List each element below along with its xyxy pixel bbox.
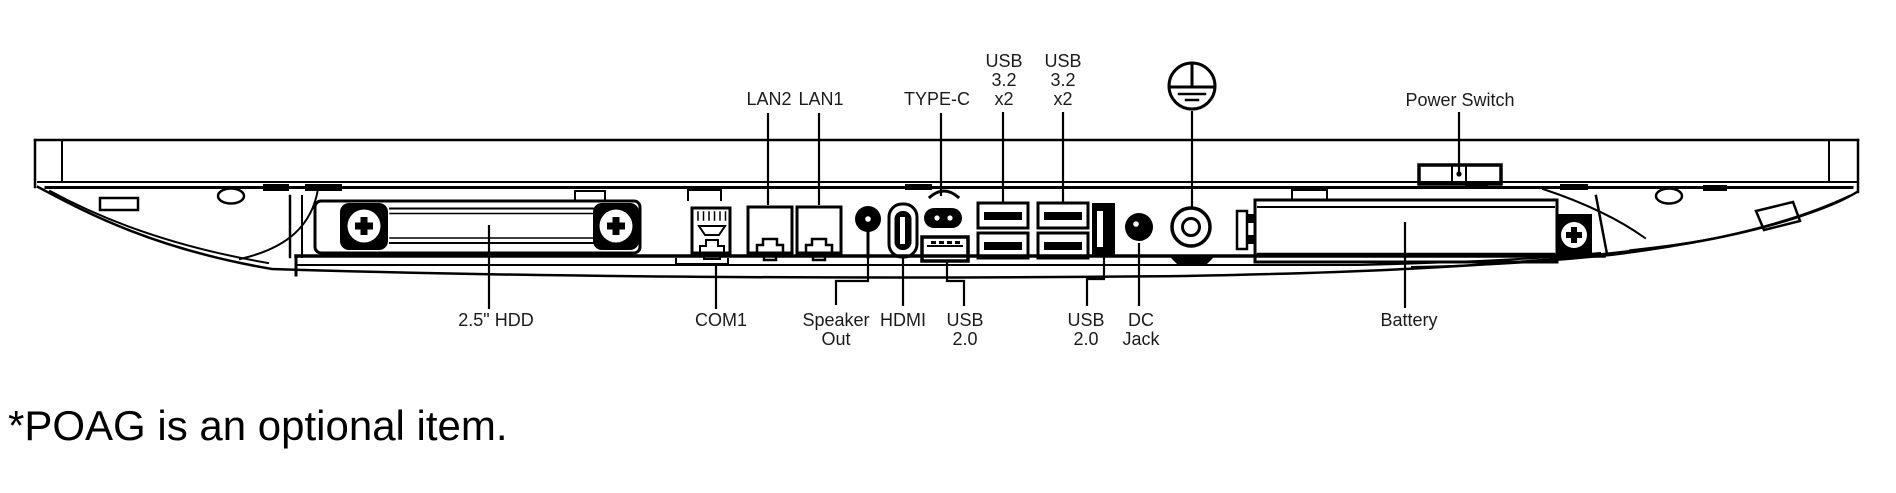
port-usb32-stack-left <box>976 201 1030 260</box>
label-usb32-right-3: x2 <box>1053 89 1072 109</box>
right-foot-bracket <box>1754 200 1802 232</box>
device-hull-outline <box>36 185 1859 279</box>
label-usb32-left-3: x2 <box>994 89 1013 109</box>
label-power-switch: Power Switch <box>1405 90 1514 110</box>
hdd-thumbscrew-left <box>340 203 388 250</box>
device-top-band <box>33 138 1860 194</box>
label-usb20-right-2: 2.0 <box>1073 329 1098 349</box>
battery-compartment <box>1253 198 1592 264</box>
label-usb20-left-2: 2.0 <box>952 329 977 349</box>
label-type-c: TYPE-C <box>904 89 970 109</box>
label-usb32-left-2: 3.2 <box>991 70 1016 90</box>
left-foot-bracket <box>98 196 140 212</box>
port-type-c <box>924 189 962 228</box>
port-lan1 <box>795 205 843 262</box>
port-lan2 <box>746 205 794 262</box>
label-usb20-right-1: USB <box>1067 310 1104 330</box>
port-hdmi <box>887 202 919 259</box>
port-speaker-out <box>855 206 881 259</box>
ground-terminal <box>1170 206 1214 265</box>
label-usb32-right-2: 3.2 <box>1050 70 1075 90</box>
label-battery: Battery <box>1380 310 1437 330</box>
port-usb20-right <box>1092 203 1115 256</box>
label-usb20-left-1: USB <box>946 310 983 330</box>
battery-latch <box>1235 209 1256 251</box>
port-dc-jack <box>1125 213 1153 241</box>
label-lan2: LAN2 <box>746 89 791 109</box>
footnote: *POAG is an optional item. <box>8 402 508 449</box>
label-dc-jack-1: DC <box>1128 310 1154 330</box>
leader-usb20-left <box>945 262 966 306</box>
port-usb32-stack-right <box>1036 201 1090 260</box>
protective-earth-icon <box>1167 61 1217 111</box>
callout-labels: LAN2 LAN1 TYPE-C USB 3.2 x2 USB 3.2 x2 P… <box>458 51 1514 349</box>
battery-screw <box>1556 214 1592 258</box>
label-usb32-right-1: USB <box>1044 51 1081 71</box>
label-speaker-2: Out <box>821 329 850 349</box>
label-usb32-left-1: USB <box>985 51 1022 71</box>
leader-usb20-right <box>1085 257 1106 306</box>
left-vent-hole <box>216 187 246 205</box>
hdd-bracket <box>313 199 642 255</box>
label-speaker-1: Speaker <box>802 310 869 330</box>
hdd-thumbscrew-right <box>593 203 639 250</box>
label-lan1: LAN1 <box>798 89 843 109</box>
right-vent-hole <box>1654 187 1684 205</box>
label-hdd: 2.5" HDD <box>458 310 533 330</box>
label-dc-jack-2: Jack <box>1122 329 1160 349</box>
label-hdmi: HDMI <box>880 310 926 330</box>
io-recess <box>263 183 1727 277</box>
port-com1 <box>675 206 732 265</box>
leader-speaker-out <box>834 258 870 305</box>
port-usb20-left <box>920 235 970 263</box>
label-com1: COM1 <box>695 310 747 330</box>
leader-lines <box>487 111 1461 309</box>
